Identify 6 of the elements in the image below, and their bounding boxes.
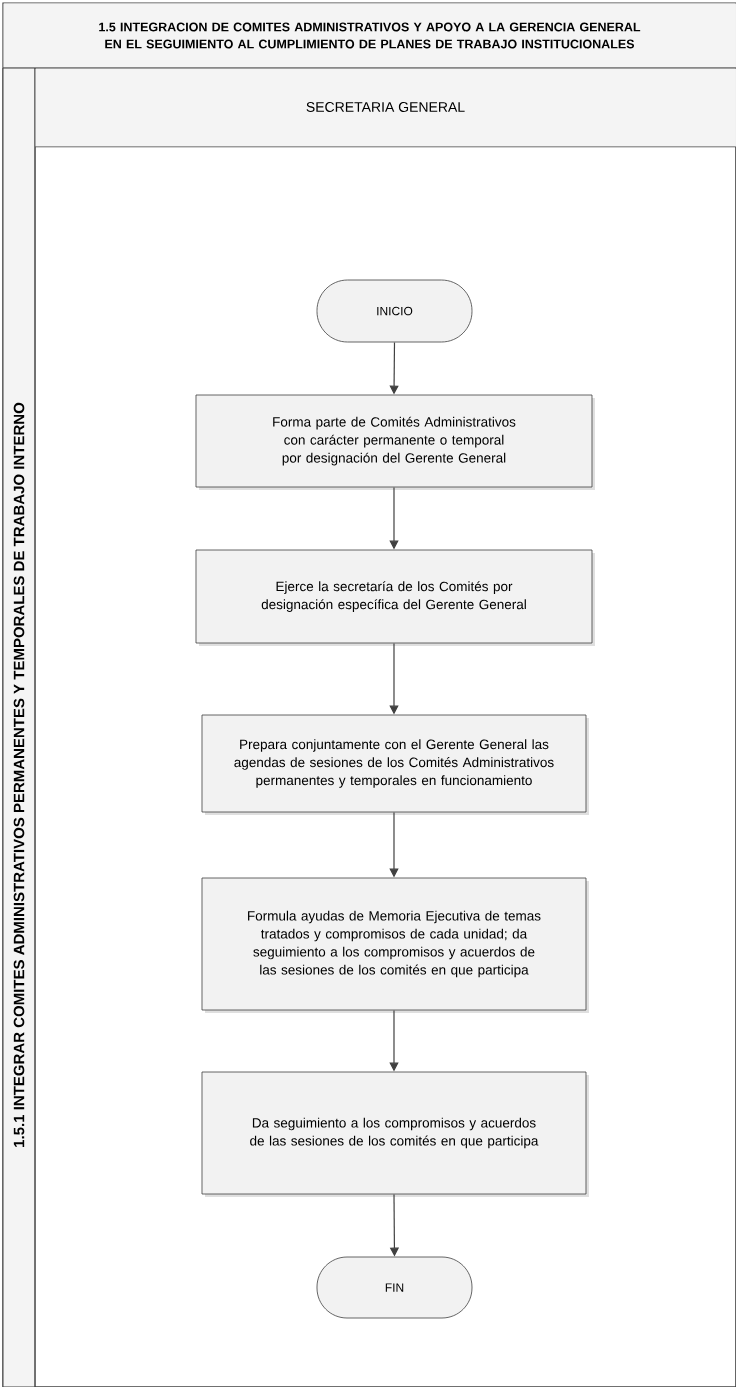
process-box: Ejerce la secretaría de los Comités por designación específica del Gerente General: [195, 549, 595, 646]
process-box: Formula ayudas de Memoria Ejecutiva de temas tratados y compromisos de cada unidad; da seguimiento a los compromisos y acuerdos de las sesiones de los comités en que participa: [201, 877, 589, 1013]
row-label-band: 1.5.1 INTEGRAR COMITES ADMINISTRATIVOS PERMANENTES Y TEMPORALES DE TRABAJO INTERNO: [2, 67, 36, 1387]
process-box: Prepara conjuntamente con el Gerente General las agendas de sesiones de los Comités Administrativos permanentes y temporales en funcionamiento: [201, 714, 589, 815]
process-box: Forma parte de Comités Administrativos con carácter permanente o temporal por designación del Gerente General: [195, 394, 595, 490]
process-box: Da seguimiento a los compromisos y acuerdos de las sesiones de los comités en que participa: [201, 1071, 589, 1197]
